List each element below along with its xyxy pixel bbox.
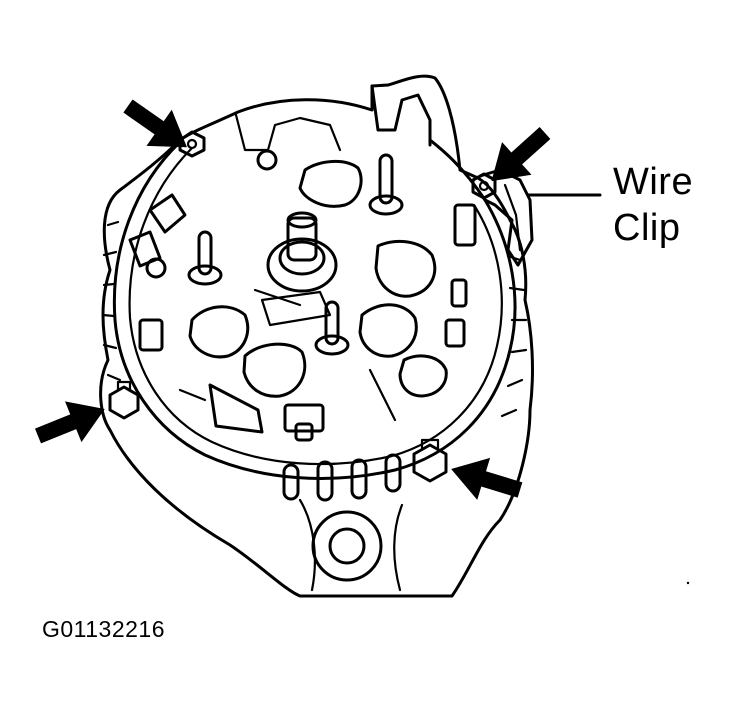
- arrows: [35, 99, 551, 500]
- rotor-shaft: [266, 211, 338, 293]
- callout-clip-label: Clip: [613, 207, 681, 249]
- nut-right: [412, 438, 448, 483]
- nut-top-left: [178, 130, 206, 158]
- alternator-housing: [99, 74, 534, 598]
- rectifier-assembly: [128, 149, 477, 442]
- scan-dot: [686, 581, 690, 585]
- figure-id: G01132216: [42, 616, 166, 642]
- arrow-left: [35, 401, 105, 444]
- callout-wire-label: Wire: [613, 161, 694, 203]
- arrow-top-left: [123, 99, 187, 148]
- nut-left: [108, 380, 140, 420]
- arrow-right: [451, 457, 523, 500]
- mounting-nuts: [108, 130, 497, 483]
- terminal-studs: [145, 149, 404, 356]
- arrow-top-right: [491, 127, 551, 182]
